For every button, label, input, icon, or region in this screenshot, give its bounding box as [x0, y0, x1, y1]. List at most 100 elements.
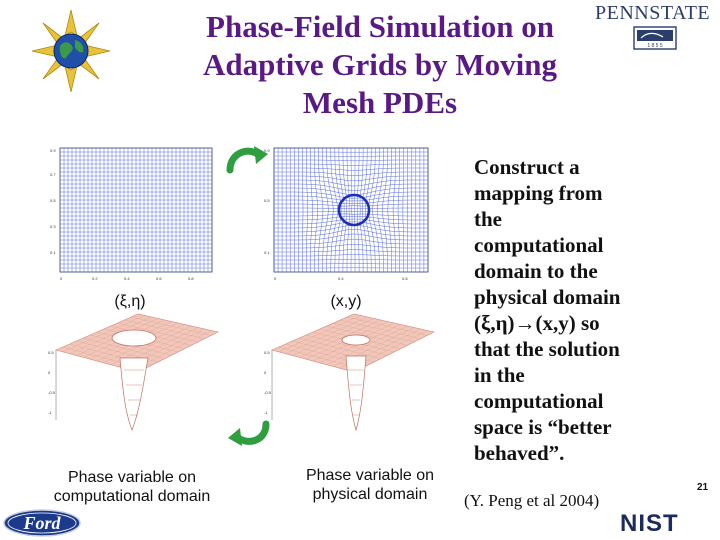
- computational-coords-label: (ξ,η): [114, 293, 146, 310]
- grid-line: [274, 244, 428, 249]
- svg-text:0.8: 0.8: [188, 276, 194, 281]
- caption-line: computational domain: [53, 488, 211, 505]
- grid-line: [387, 148, 392, 272]
- grid-line: [274, 207, 428, 209]
- grid-line: [274, 183, 428, 191]
- body-line: computational: [474, 389, 604, 413]
- svg-text:0.8: 0.8: [402, 276, 408, 281]
- body-line: Construct a: [474, 155, 580, 179]
- svg-text:0.3: 0.3: [50, 224, 56, 229]
- grid-line: [347, 316, 428, 336]
- grid-line: [314, 148, 318, 272]
- grid-line: [372, 147, 380, 273]
- svg-text:0.4: 0.4: [338, 276, 344, 281]
- grid-line: [274, 221, 428, 229]
- caption-line: physical domain: [312, 486, 428, 503]
- caption-line: Phase variable on: [305, 467, 435, 484]
- svg-text:-0.5: -0.5: [264, 390, 272, 395]
- grid-line: [362, 148, 368, 272]
- computational-phase-surface-plot: 0.50-0.5-1: [48, 313, 219, 431]
- body-line: domain to the: [474, 259, 598, 283]
- svg-text:0.5: 0.5: [50, 198, 56, 203]
- svg-text:-1: -1: [48, 410, 52, 415]
- grid-line: [326, 148, 334, 272]
- body-line: behaved”.: [474, 441, 565, 465]
- body-line: (ξ,η)→(x,y) so: [474, 311, 600, 335]
- grid-line: [274, 203, 428, 207]
- grid-line: [322, 148, 329, 272]
- grid-line: [274, 195, 428, 202]
- grid-line: [357, 148, 360, 272]
- grid-line: [274, 175, 428, 182]
- grid-line: [274, 191, 428, 199]
- svg-text:0: 0: [274, 276, 277, 281]
- svg-text:0.5: 0.5: [48, 350, 54, 355]
- svg-text:0: 0: [264, 370, 267, 375]
- grid-line: [274, 167, 428, 171]
- slide-title: Phase-Field Simulation on Adaptive Grids…: [150, 8, 610, 122]
- grid-line: [338, 148, 345, 272]
- ford-logo-text: Ford: [22, 513, 61, 533]
- grid-line: [353, 331, 435, 373]
- grid-line: [392, 148, 396, 272]
- grid-line: [274, 233, 428, 241]
- body-line: mapping from: [474, 181, 603, 205]
- pennstate-shield-icon: 1 8 5 5: [633, 26, 677, 50]
- page-number: 21: [697, 482, 709, 493]
- body-line: space is “better: [474, 415, 612, 439]
- citation: (Y. Peng et al 2004): [464, 491, 600, 510]
- title-line: Mesh PDEs: [302, 85, 458, 120]
- grid-line: [274, 218, 428, 225]
- grid-line: [346, 148, 350, 272]
- title-line: Phase-Field Simulation on: [206, 9, 554, 44]
- grid-line: [274, 213, 428, 217]
- grid-line: [274, 249, 428, 253]
- grid-line: [274, 238, 428, 245]
- grid-line: [310, 148, 313, 272]
- svg-text:0.2: 0.2: [92, 276, 98, 281]
- grid-line: [353, 313, 435, 333]
- curved-arrow-icon: [226, 146, 268, 174]
- grid-line: [350, 148, 353, 272]
- svg-text:0.1: 0.1: [264, 250, 270, 255]
- grid-line: [334, 148, 342, 272]
- body-line: computational: [474, 233, 604, 257]
- curved-arrow-icon: [228, 420, 270, 446]
- grid-line: [318, 148, 324, 272]
- body-text: Construct a mapping from the computation…: [474, 154, 664, 466]
- computational-surface-caption: Phase variable on computational domain: [36, 468, 228, 506]
- body-line: in the: [474, 363, 525, 387]
- grid-line: [330, 147, 338, 273]
- grid-line: [306, 148, 308, 272]
- grid-line: [274, 216, 428, 221]
- grid-line: [377, 148, 384, 272]
- grid-line: [397, 148, 400, 272]
- grid-line: [274, 171, 428, 176]
- ford-logo: Ford: [3, 509, 81, 537]
- svg-text:1 8 5 5: 1 8 5 5: [647, 43, 663, 49]
- svg-text:0.5: 0.5: [264, 198, 270, 203]
- svg-text:0.6: 0.6: [156, 276, 162, 281]
- svg-text:0.7: 0.7: [50, 172, 56, 177]
- body-line: that the solution: [474, 337, 620, 361]
- grid-line: [137, 313, 219, 333]
- pennstate-logo: PENNSTATE: [595, 2, 711, 24]
- body-line: physical domain: [474, 285, 621, 309]
- title-line: Adaptive Grids by Moving: [203, 47, 557, 82]
- grid-line: [274, 229, 428, 237]
- svg-text:0.5: 0.5: [264, 350, 270, 355]
- svg-text:0: 0: [60, 276, 63, 281]
- physical-surface-caption: Phase variable on physical domain: [290, 466, 450, 504]
- grid-line: [274, 159, 428, 162]
- grid-line: [274, 258, 428, 261]
- nist-logo: NIST: [620, 510, 679, 537]
- grid-line: [342, 148, 348, 272]
- caption-line: Phase variable on: [67, 469, 197, 486]
- grid-line: [274, 211, 428, 213]
- grid-line: [274, 199, 428, 204]
- grid-line: [359, 148, 364, 272]
- globe-star-icon: [31, 9, 111, 93]
- svg-text:-1: -1: [264, 410, 268, 415]
